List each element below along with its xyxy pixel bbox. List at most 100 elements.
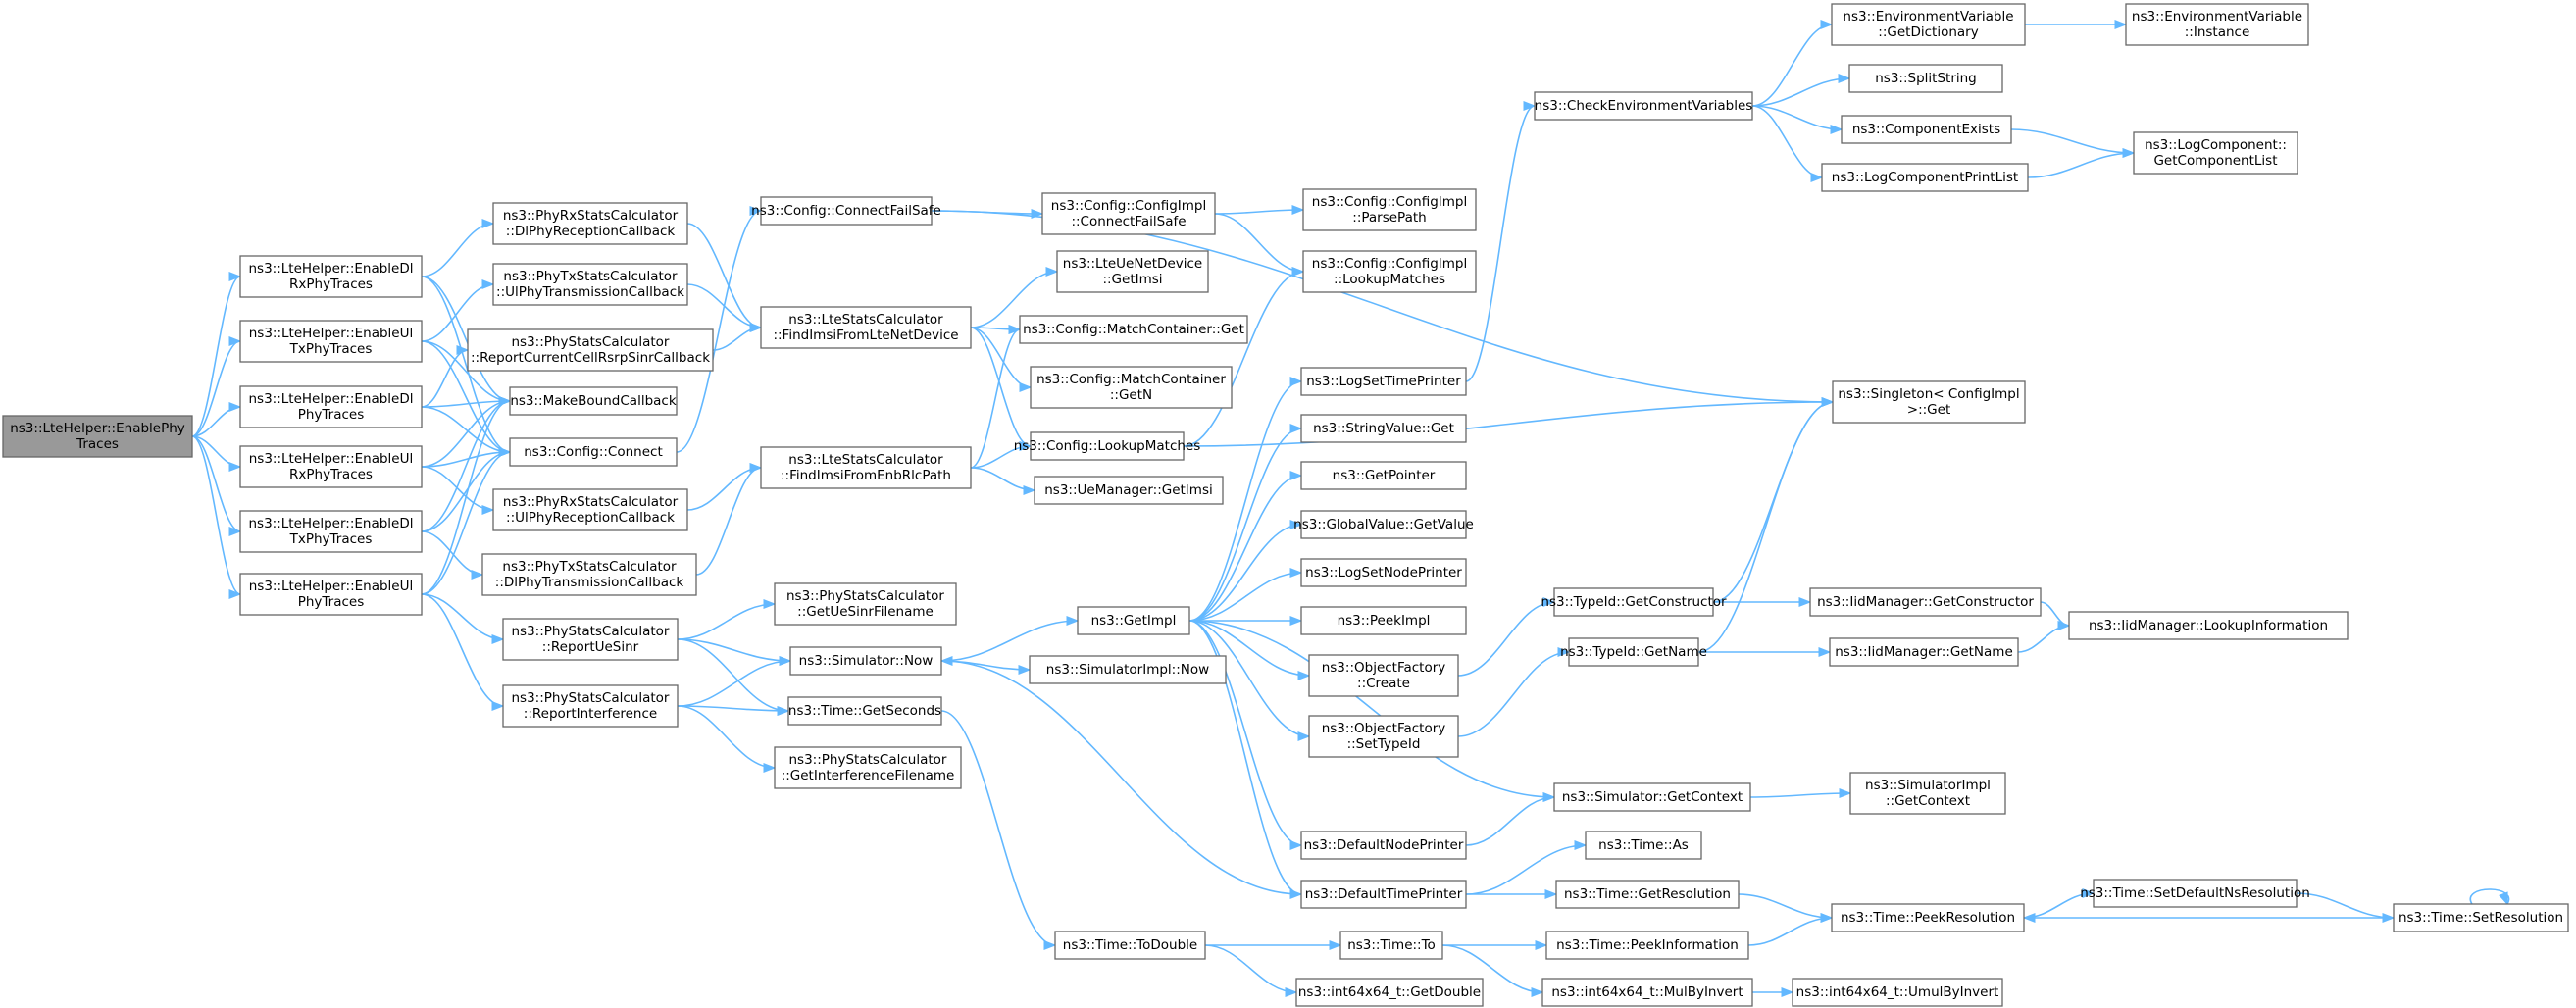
function-node[interactable]: ns3::Config::ConnectFailSafe (751, 196, 941, 226)
call-edge (421, 593, 504, 640)
function-node[interactable]: ns3::SimulatorImpl::GetContext (1849, 772, 2006, 815)
function-node[interactable]: ns3::Config::ConfigImpl::ConnectFailSafe (1041, 192, 1216, 235)
function-node[interactable]: ns3::LogComponent::GetComponentList (2133, 131, 2298, 175)
function-node-label: ns3::Time::GetSeconds (788, 703, 941, 719)
call-edge-arrowhead (228, 271, 242, 282)
function-node[interactable]: ns3::EnvironmentVariable::Instance (2125, 3, 2309, 46)
function-node[interactable]: ns3::Config::ConfigImpl::ParsePath (1302, 188, 1477, 231)
function-node[interactable]: ns3::Time::To (1339, 931, 1443, 960)
function-node[interactable]: ns3::int64x64_t::MulByInvert (1541, 978, 1753, 1007)
function-node-box (509, 437, 678, 467)
function-node[interactable]: ns3::PhyRxStatsCalculator::DlPhyReceptio… (492, 202, 688, 245)
function-node-label: ns3::LogComponentPrintList (1832, 170, 2018, 185)
function-node[interactable]: ns3::UeManager::GetImsi (1034, 476, 1224, 505)
function-node[interactable]: ns3::CheckEnvironmentVariables (1534, 91, 1753, 121)
function-node[interactable]: ns3::TypeId::GetName (1560, 637, 1707, 667)
function-node[interactable]: ns3::Simulator::Now (789, 646, 942, 676)
function-node-label: ::GetUeSinrFilename (797, 604, 934, 620)
call-edge-arrowhead (1289, 470, 1303, 481)
function-node-label: ns3::LteHelper::EnableUl (249, 326, 414, 341)
function-node[interactable]: ns3::IidManager::LookupInformation (2068, 611, 2349, 640)
function-node[interactable]: ns3::PhyStatsCalculator::ReportUeSinr (502, 618, 679, 661)
function-node[interactable]: ns3::PeekImpl (1300, 606, 1467, 635)
call-edge-arrowhead (471, 569, 484, 580)
call-edge (676, 210, 762, 453)
call-edge (1188, 428, 1302, 622)
function-node[interactable]: ns3::Time::PeekResolution (1831, 903, 2025, 932)
function-node[interactable]: ns3::Time::SetDefaultNsResolution (2080, 879, 2310, 908)
function-node[interactable]: ns3::DefaultTimePrinter (1300, 880, 1467, 909)
function-node-box (2133, 131, 2298, 175)
function-node-box (1302, 250, 1477, 293)
function-node[interactable]: ns3::Time::SetResolution (2393, 903, 2569, 932)
function-node-box (1029, 655, 1227, 684)
function-node-label: ns3::StringValue::Get (1313, 421, 1454, 436)
function-node[interactable]: ns3::Config::MatchContainer::Get (1019, 315, 1248, 344)
function-node[interactable]: ns3::TypeId::GetConstructor (1541, 587, 1727, 617)
function-node[interactable]: ns3::Singleton< ConfigImpl>::Get (1832, 380, 2026, 424)
function-node[interactable]: ns3::LteUeNetDevice::GetImsi (1056, 250, 1209, 293)
call-edge-arrowhead (228, 526, 242, 537)
function-node[interactable]: ns3::ObjectFactory::Create (1308, 654, 1459, 697)
function-node[interactable]: ns3::LogSetNodePrinter (1300, 558, 1467, 587)
call-edge (1183, 401, 1834, 447)
function-node-label: ns3::GetImpl (1091, 613, 1177, 629)
function-node[interactable]: ns3::DefaultNodePrinter (1300, 831, 1467, 860)
function-node[interactable]: ns3::LteStatsCalculator::FindImsiFromEnb… (760, 446, 972, 489)
function-node[interactable]: ns3::IidManager::GetConstructor (1809, 587, 2042, 617)
function-node[interactable]: ns3::PhyTxStatsCalculator::UlPhyTransmis… (492, 263, 688, 306)
function-node[interactable]: ns3::GetImpl (1077, 606, 1190, 635)
function-node[interactable]: ns3::IidManager::GetName (1829, 637, 2019, 667)
function-node-label: TxPhyTraces (289, 341, 373, 357)
function-node-label: ns3::LteStatsCalculator (788, 312, 943, 328)
function-node[interactable]: ns3::Time::GetSeconds (787, 696, 942, 726)
function-node[interactable]: ns3::PhyTxStatsCalculator::DlPhyTransmis… (481, 553, 697, 596)
function-node[interactable]: ns3::Time::GetResolution (1555, 880, 1740, 909)
function-node[interactable]: ns3::PhyStatsCalculator::ReportInterfere… (502, 684, 679, 728)
call-edge-arrowhead (498, 446, 512, 458)
function-node[interactable]: ns3::PhyStatsCalculator::ReportCurrentCe… (467, 328, 714, 372)
call-edge-arrowhead (763, 762, 777, 774)
function-node-box (2125, 3, 2309, 46)
function-node-label: ns3::LteHelper::EnableDl (248, 391, 413, 407)
function-node[interactable]: ns3::Time::PeekInformation (1545, 931, 1749, 960)
call-edge (1188, 380, 1302, 622)
function-node[interactable]: ns3::Config::Connect (509, 437, 678, 467)
function-node[interactable]: ns3::EnvironmentVariable::GetDictionary (1831, 3, 2026, 46)
function-node[interactable]: ns3::Time::ToDouble (1054, 931, 1206, 960)
function-node[interactable]: ns3::Simulator::GetContext (1553, 782, 1751, 812)
call-edge-arrowhead (1008, 324, 1022, 335)
function-node[interactable]: ns3::PhyStatsCalculator::GetInterference… (774, 746, 962, 789)
function-node[interactable]: ns3::LogComponentPrintList (1821, 163, 2029, 192)
function-node[interactable]: ns3::ComponentExists (1841, 115, 2012, 144)
function-node-label: ns3::Config::ConfigImpl (1051, 198, 1206, 214)
function-node-label: PhyTraces (298, 594, 365, 610)
function-node[interactable]: ns3::SplitString (1848, 64, 2003, 93)
function-node[interactable]: ns3::ObjectFactory::SetTypeId (1308, 715, 1459, 758)
function-node[interactable]: ns3::LteStatsCalculator::FindImsiFromLte… (760, 306, 972, 349)
function-node[interactable]: ns3::Config::ConfigImpl::LookupMatches (1302, 250, 1477, 293)
function-node[interactable]: ns3::SimulatorImpl::Now (1029, 655, 1227, 684)
function-node[interactable]: ns3::MakeBoundCallback (509, 386, 678, 416)
function-node[interactable]: ns3::StringValue::Get (1300, 414, 1467, 443)
function-node[interactable]: ns3::int64x64_t::UmulByInvert (1792, 978, 2003, 1007)
function-node[interactable]: ns3::LogSetTimePrinter (1300, 367, 1467, 396)
call-edge (677, 705, 789, 712)
function-node[interactable]: ns3::int64x64_t::GetDouble (1295, 978, 1484, 1007)
function-node[interactable]: ns3::PhyStatsCalculator::GetUeSinrFilena… (774, 582, 957, 626)
function-node[interactable]: ns3::Config::MatchContainer::GetN (1030, 366, 1233, 409)
call-edge (1749, 792, 1851, 798)
function-node[interactable]: ns3::PhyRxStatsCalculator::UlPhyReceptio… (492, 488, 688, 531)
function-node[interactable]: ns3::GlobalValue::GetValue (1293, 510, 1474, 539)
function-node[interactable]: ns3::GetPointer (1300, 461, 1467, 490)
function-node[interactable]: ns3::Config::LookupMatches (1014, 431, 1201, 461)
function-node[interactable]: ns3::Time::As (1585, 831, 1702, 860)
function-node-label: ns3::int64x64_t::MulByInvert (1551, 984, 1743, 1000)
